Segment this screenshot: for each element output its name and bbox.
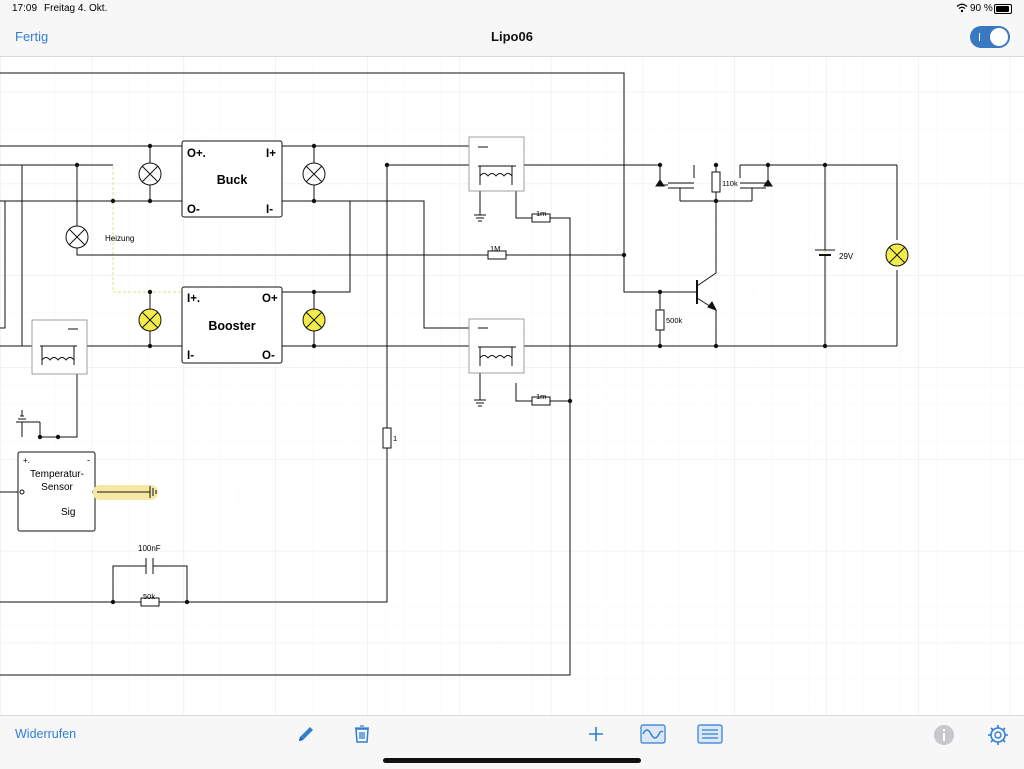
- sensor-minus: -: [87, 455, 90, 465]
- transistor[interactable]: [680, 272, 718, 311]
- wifi-icon: [956, 3, 968, 16]
- junction-dots: [37, 143, 828, 605]
- resistor-1m-b-label: 1m: [536, 392, 546, 401]
- nav-bar: Fertig Lipo06: [0, 18, 1024, 57]
- buck-pin-i-minus: I-: [266, 204, 273, 216]
- resistor-1m-a-label: 1m: [536, 209, 546, 218]
- buck-pin-o-minus: O-: [187, 204, 200, 216]
- booster-pin-o-minus: O-: [262, 350, 275, 362]
- relay-left[interactable]: [31, 319, 88, 375]
- heater-label: Heizung: [105, 234, 134, 243]
- selected-ground-wire[interactable]: [93, 485, 158, 500]
- gear-icon[interactable]: [987, 724, 1009, 751]
- booster-converter[interactable]: I+. O+ Booster I- O-: [181, 286, 283, 364]
- ground-symbols: [16, 214, 486, 423]
- sensor-line2: Sensor: [41, 482, 73, 493]
- page-title: Lipo06: [491, 29, 533, 44]
- resistors[interactable]: [140, 171, 721, 607]
- battery-label: 29V: [839, 252, 854, 261]
- booster-pin-o-plus: O+: [262, 293, 278, 305]
- battery[interactable]: [815, 249, 835, 262]
- buck-label: Buck: [217, 173, 248, 187]
- sensor-plus: +.: [23, 456, 30, 465]
- buck-pin-o-plus: O+.: [187, 148, 206, 160]
- temperature-sensor[interactable]: +. - Temperatur- Sensor Sig: [17, 451, 98, 532]
- plus-icon[interactable]: [586, 724, 606, 749]
- lamp-buck-left[interactable]: [138, 162, 162, 186]
- resistor-50k-label: 50k: [143, 592, 155, 601]
- battery-percent: 90 %: [970, 3, 993, 14]
- status-bar: 17:09 Freitag 4. Okt. 90 %: [0, 0, 1024, 18]
- toggle-knob: [990, 28, 1008, 46]
- status-date: Freitag 4. Okt.: [44, 3, 108, 14]
- lamp-booster-left[interactable]: [138, 308, 162, 332]
- schematic-canvas[interactable]: O+. I+ Buck O- I- I+. O+ Booster I- O- H…: [0, 57, 1024, 715]
- capacitor[interactable]: [145, 558, 154, 574]
- sensor-sig: Sig: [61, 507, 75, 518]
- list-icon[interactable]: [697, 724, 723, 749]
- buck-converter[interactable]: O+. I+ Buck O- I-: [181, 140, 283, 218]
- resistor-1-label: 1: [393, 434, 397, 443]
- buck-pin-i-plus: I+: [266, 148, 276, 160]
- booster-pin-i-minus: I-: [187, 350, 194, 362]
- resistor-1M-label: 1M: [490, 244, 500, 253]
- trash-icon[interactable]: [353, 724, 371, 749]
- resistor-500k-label: 500k: [666, 316, 683, 325]
- lamp-output[interactable]: [885, 243, 909, 267]
- lamp-booster-right[interactable]: [302, 308, 326, 332]
- mode-toggle[interactable]: [970, 26, 1010, 48]
- mosfet-right[interactable]: [739, 165, 773, 190]
- relay-bottom[interactable]: [468, 318, 525, 374]
- booster-pin-i-plus: I+.: [187, 293, 200, 305]
- sensor-line1: Temperatur-: [30, 469, 84, 480]
- toggle-on-mark: [979, 33, 980, 41]
- relay-top[interactable]: [468, 136, 525, 192]
- circuit-diagram[interactable]: O+. I+ Buck O- I- I+. O+ Booster I- O- H…: [0, 57, 1024, 715]
- booster-label: Booster: [208, 319, 255, 333]
- undo-button[interactable]: Widerrufen: [15, 727, 77, 741]
- resistor-110k-label: 110k: [722, 179, 738, 188]
- capacitor-label: 100nF: [138, 544, 161, 553]
- battery-icon: [994, 4, 1012, 14]
- waveform-icon[interactable]: [640, 724, 666, 749]
- mosfet-left[interactable]: [655, 165, 695, 190]
- done-button[interactable]: Fertig: [15, 29, 49, 44]
- pencil-icon[interactable]: [296, 724, 316, 749]
- lamp-buck-right[interactable]: [302, 162, 326, 186]
- home-indicator: [383, 758, 641, 763]
- status-time: 17:09: [12, 3, 38, 14]
- wires: [0, 72, 898, 676]
- info-icon[interactable]: [933, 724, 955, 751]
- lamp-heater[interactable]: [65, 225, 89, 249]
